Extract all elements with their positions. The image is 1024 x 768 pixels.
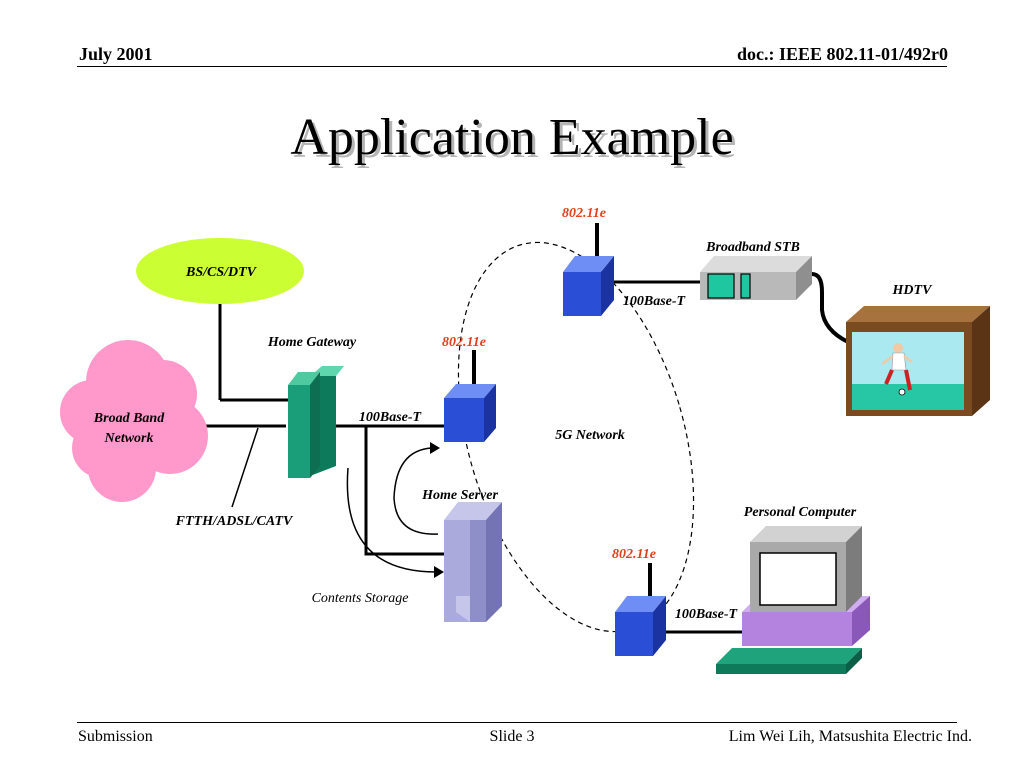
header-doc-id: doc.: IEEE 802.11-01/492r0 — [736, 44, 948, 64]
ap-bottom-label: 802.11e — [612, 547, 656, 562]
home-server-label: Home Server — [421, 488, 498, 503]
broadband-stb-label: Broadband STB — [705, 240, 800, 255]
broadband-network-label-2: Network — [104, 431, 154, 446]
footer-author: Lim Wei Lih, Matsushita Electric Ind. — [728, 728, 972, 745]
wire-stb-hdtv — [811, 272, 849, 344]
header-date: July 2001 — [79, 44, 153, 64]
contents-storage-label: Contents Storage — [312, 591, 409, 606]
soccer-player-icon — [881, 343, 913, 396]
home-server-device — [444, 502, 502, 622]
ap-mid-label: 802.11e — [442, 335, 486, 350]
link-stb-label: 100Base-T — [623, 294, 687, 309]
broadband-network-label-1: Broad Band — [93, 411, 165, 426]
header-rule — [77, 66, 947, 67]
slide-title: Application Example — [290, 109, 734, 166]
home-gateway-device — [288, 366, 344, 478]
flow-arrow-loop — [393, 447, 439, 535]
wired-links — [200, 223, 849, 634]
ap-top-label: 802.11e — [562, 206, 606, 221]
flow-arrowhead-loop — [430, 442, 440, 454]
wire-ftth-pointer — [231, 427, 259, 508]
broadcast-source-ellipse — [136, 238, 304, 304]
access-point-top — [563, 256, 614, 316]
flow-arrowhead-in — [434, 566, 444, 578]
access-point-mid — [444, 384, 496, 442]
hdtv-label: HDTV — [892, 283, 934, 298]
access-link-label: FTTH/ADSL/CATV — [175, 514, 294, 529]
keyboard — [716, 648, 862, 664]
personal-computer-device — [716, 526, 870, 674]
wireless-network-label: 5G Network — [555, 428, 625, 443]
footer-slide-number: Slide 3 — [489, 728, 535, 745]
broadband-stb-device — [700, 256, 812, 300]
footer-submission: Submission — [78, 728, 153, 745]
personal-computer-label: Personal Computer — [744, 505, 857, 520]
footer-rule — [77, 722, 957, 723]
wire-gateway-server — [364, 426, 444, 556]
link-pc-label: 100Base-T — [675, 607, 739, 622]
access-point-bottom — [615, 596, 666, 656]
flow-arrow-in — [346, 467, 437, 573]
link-gateway-label: 100Base-T — [359, 410, 423, 425]
hdtv-device — [846, 306, 990, 416]
broadband-network-cloud — [60, 340, 208, 502]
home-gateway-label: Home Gateway — [267, 335, 357, 350]
broadcast-source-label: BS/CS/DTV — [185, 265, 258, 280]
